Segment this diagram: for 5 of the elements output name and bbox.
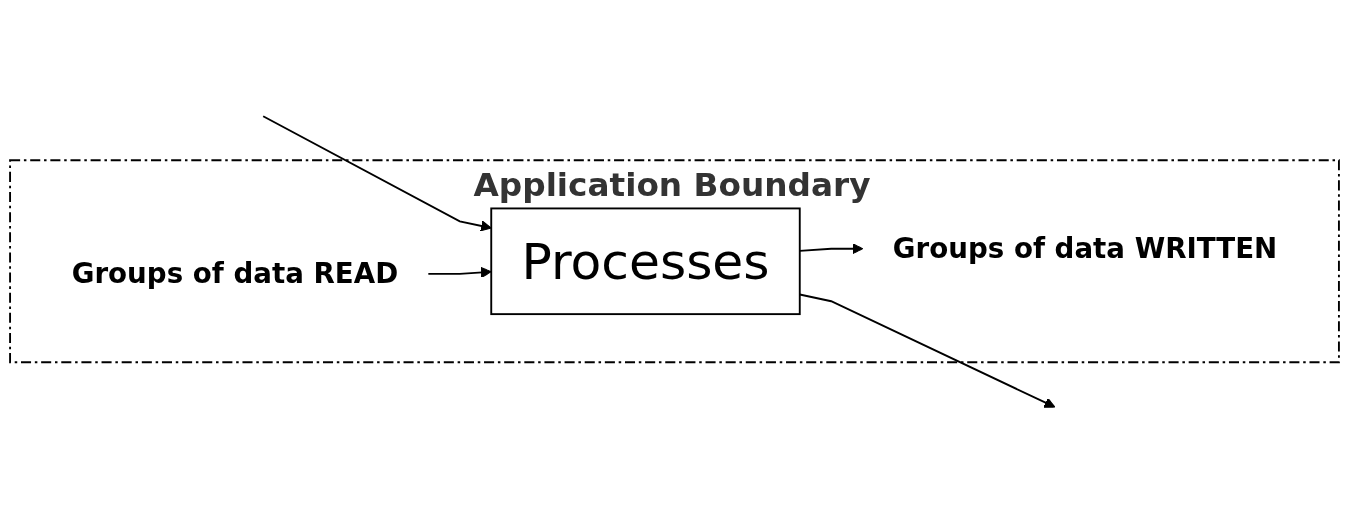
arrow [262, 115, 492, 232]
node-text: Groups of data WRITTEN [892, 232, 1278, 265]
node-box: Processes [490, 207, 801, 315]
node-text: Groups of data READ [71, 257, 399, 290]
arrow [427, 266, 492, 278]
